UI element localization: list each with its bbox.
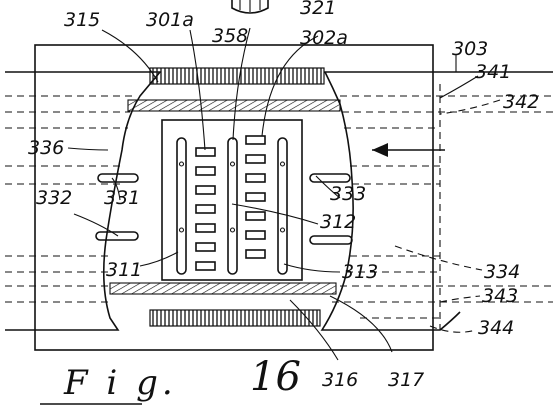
label-317: 317 xyxy=(388,369,424,391)
label-342: 342 xyxy=(503,91,539,113)
outer-frame xyxy=(34,44,434,351)
caption-prefix: F i g. xyxy=(63,363,177,403)
label-331: 331 xyxy=(104,187,140,209)
label-333: 333 xyxy=(330,183,366,205)
label-313: 313 xyxy=(342,261,378,283)
label-344: 344 xyxy=(478,317,514,339)
label-311: 311 xyxy=(106,259,142,281)
label-303: 303 xyxy=(452,38,488,60)
inner-cavity xyxy=(161,119,303,281)
top-fixture-321 xyxy=(231,0,269,14)
label-316: 316 xyxy=(322,369,358,391)
upper-hatched-band xyxy=(149,67,325,85)
left-cutaway-panel xyxy=(5,71,162,331)
lower-inner-band xyxy=(109,282,337,295)
label-315: 315 xyxy=(64,9,100,31)
label-334: 334 xyxy=(484,261,520,283)
label-302a: 302a xyxy=(300,27,348,49)
upper-inner-band xyxy=(127,99,341,112)
right-dashed-rails xyxy=(332,84,553,330)
label-358: 358 xyxy=(212,25,248,47)
label-312: 312 xyxy=(320,211,356,233)
leader-lines xyxy=(67,27,501,361)
slot-bars xyxy=(176,137,288,275)
reference-numerals: 315 301a 358 321 302a 303 341 342 336 33… xyxy=(28,0,539,391)
label-343: 343 xyxy=(482,285,518,307)
cell-column-301a xyxy=(195,147,216,271)
label-301a: 301a xyxy=(146,9,194,31)
figure-caption: F i g. 16 xyxy=(40,354,301,405)
lower-hatched-band xyxy=(149,309,321,327)
cell-column-302a xyxy=(245,135,266,259)
label-321: 321 xyxy=(300,0,336,19)
label-336: 336 xyxy=(28,137,64,159)
feed-direction-arrow xyxy=(372,143,445,157)
side-slots xyxy=(95,173,353,245)
label-332: 332 xyxy=(36,187,72,209)
caption-number: 16 xyxy=(250,354,301,400)
left-dashed-rails xyxy=(5,95,135,303)
label-341: 341 xyxy=(475,61,511,83)
